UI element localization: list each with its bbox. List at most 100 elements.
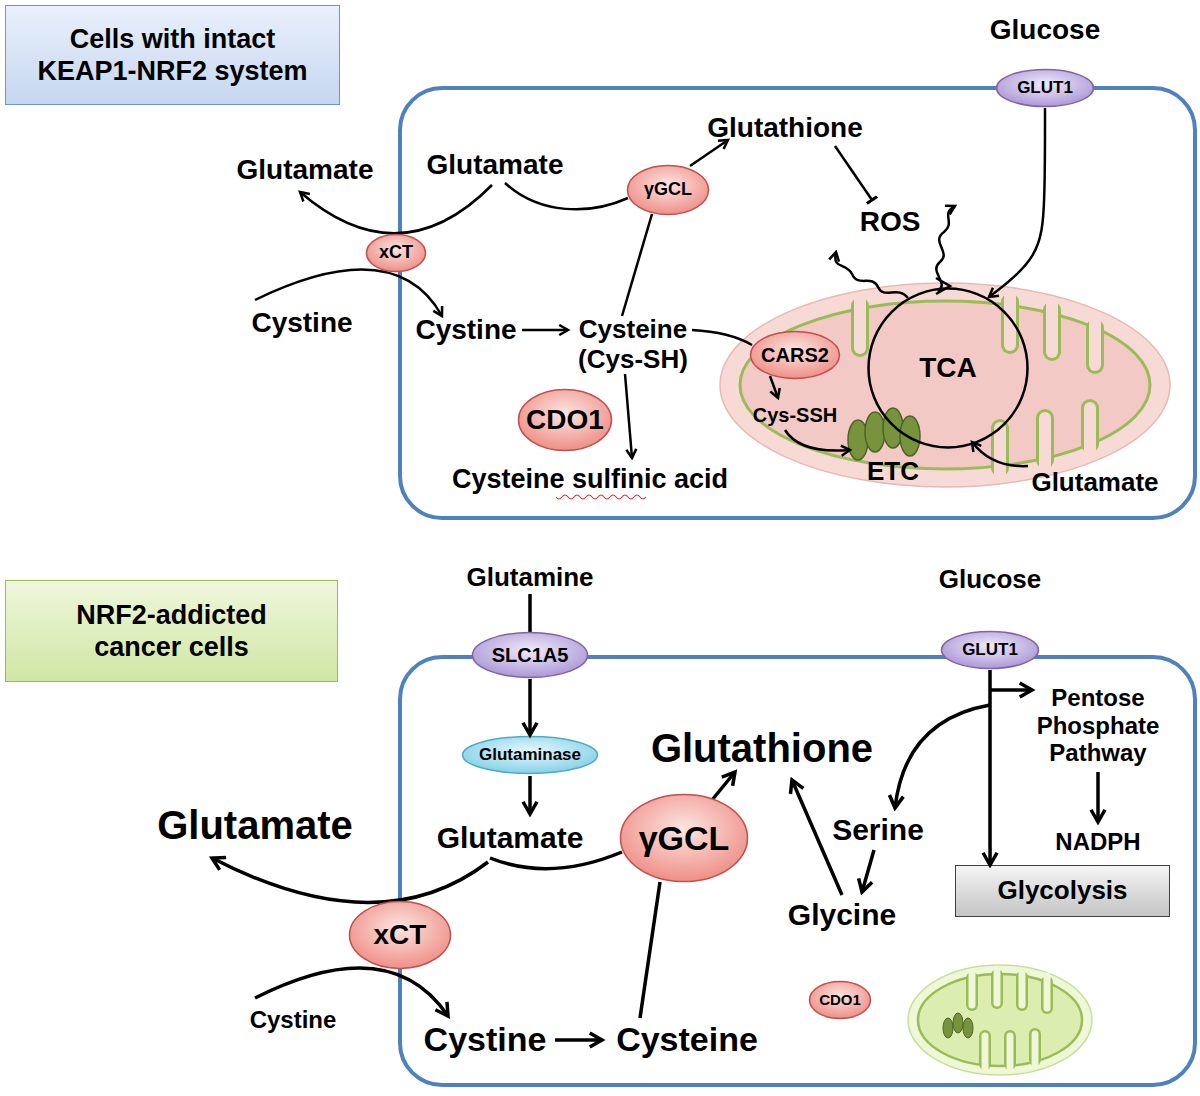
pathway-label: Pentose Phosphate Pathway [1028,684,1168,767]
metabolite-label: Cystine [251,307,352,339]
cristae-inner [860,294,1095,476]
enzyme-ellipse-shape [621,795,748,882]
transporter-ellipse: xCT [348,900,452,970]
tca-cycle-circle: TCA [866,286,1030,450]
ros-label: ROS [860,206,921,238]
enzyme-ellipse: CDO1 [517,388,613,452]
crista [1039,418,1051,468]
crista [1032,1034,1039,1066]
enzyme-ellipse: γGCL [626,164,710,216]
panel-title-box: NRF2-addicted cancer cells [5,580,338,682]
connector-arrow [528,679,532,735]
ros-wavy-arrow [835,252,908,298]
metabolite-label: Cystine [415,314,516,346]
metabolite-label: Glutathione [651,725,873,771]
transporter-ellipse-shape [942,632,1039,669]
enzyme-ellipse: Glutaminase [461,735,599,775]
inhibition-line [835,146,872,200]
transporter-ellipse-shape [367,235,426,272]
transporter-ellipse-shape [997,70,1094,107]
metabolite-label: Cysteine [616,1020,758,1059]
etc-complex [943,1013,973,1038]
transporter-ellipse: GLUT1 [995,68,1095,108]
node-text: Glycolysis [997,875,1127,906]
cell-membrane [400,657,1195,1085]
glutamate-to-gcl-line [490,852,622,869]
etc-subunit [943,1018,953,1038]
metabolite-label: Glutamate [437,821,584,856]
enzyme-ellipse-shape [628,166,709,215]
metabolite-label: Glutamate [427,149,564,181]
enzyme-ellipse: γGCL [619,793,749,883]
metabolite-label: Cystine [424,1020,547,1059]
node-text: SLC1A5 [492,643,569,667]
crista [1089,320,1101,365]
mitochondrion-outer [908,965,1092,1075]
metabolite-label: NADPH [1055,828,1140,856]
etc-subunit [963,1018,973,1038]
complex-label: ETC [867,457,919,487]
cell-membrane [400,88,1195,518]
crista [1044,976,1051,1008]
glutamate-to-gcl-line [505,183,628,209]
crista [994,969,1001,1003]
glutamate-export-arrow [212,858,488,903]
pathway-box: Glycolysis [955,865,1170,917]
connector-arrow [989,108,1045,297]
crista [1046,302,1058,352]
metabolite-label: Glutamate [1031,468,1158,498]
metabolite-label: Glutathione [707,112,863,144]
glutamine-uptake-line [528,594,532,632]
node-text: CARS2 [761,343,829,367]
gcl-to-glutathione-arrow [690,140,728,166]
ppp-to-nadph-arrow [1096,772,1100,822]
node-text: CDO1 [526,403,604,437]
transporter-ellipse: SLC1A5 [471,631,589,679]
enzyme-ellipse-shape [751,332,840,379]
enzyme-ellipse: CDO1 [808,980,872,1020]
crista [1084,408,1096,452]
etc-subunit [953,1013,963,1033]
transporter-ellipse-shape [350,902,451,969]
metabolite-label: Cysteine sulfinic acid [452,464,728,495]
etc-subunit [900,416,920,456]
metabolite-label: Cystine [250,1006,337,1034]
metabolite-label: Glucose [939,565,1042,595]
crista [994,428,1006,476]
node-text: Cells with intact KEAP1-NRF2 system [24,23,321,88]
glucose-to-ppp-arrow [990,688,1032,692]
metabolite-label: Glutamine [466,563,593,593]
crista [854,298,866,348]
cysteine-to-gcl-line [640,882,660,1018]
ros-wavy-arrow [936,206,955,292]
node-text: NRF2-addicted cancer cells [41,599,302,664]
spellcheck-underline [556,495,646,499]
glutamate-export-arrow [300,185,492,233]
tca-cycle-circle-shape [869,289,1028,448]
crista [969,972,976,1005]
enzyme-ellipse-shape [519,390,612,451]
glucose-to-serine-arrow [895,705,990,808]
node-text: Glutaminase [479,745,581,765]
glutaminase-to-glutamate-arrow [528,776,532,814]
crista [982,1036,989,1070]
metabolite-label: Cysteine (Cys-SH) [563,315,703,375]
cdo1-reaction-arrow [625,374,632,458]
node-text: γGCL [644,179,692,201]
transporter-ellipse-shape [473,633,588,678]
node-text: GLUT1 [1017,78,1073,98]
enzyme-ellipse: CARS2 [749,330,841,380]
transporter-ellipse: GLUT1 [940,630,1040,670]
node-text: CDO1 [819,991,861,1009]
metabolite-label: Glucose [990,14,1100,46]
transporter-ellipse: xCT [365,233,427,273]
mitochondrion-inner [740,301,1150,469]
crista [1019,971,1026,1005]
metabolite-label: Cys-SSH [753,404,837,427]
gcl-to-glutathione-arrow [712,772,735,800]
glutamate-to-tca-arrow [972,442,1028,466]
node-text: xCT [374,918,427,952]
